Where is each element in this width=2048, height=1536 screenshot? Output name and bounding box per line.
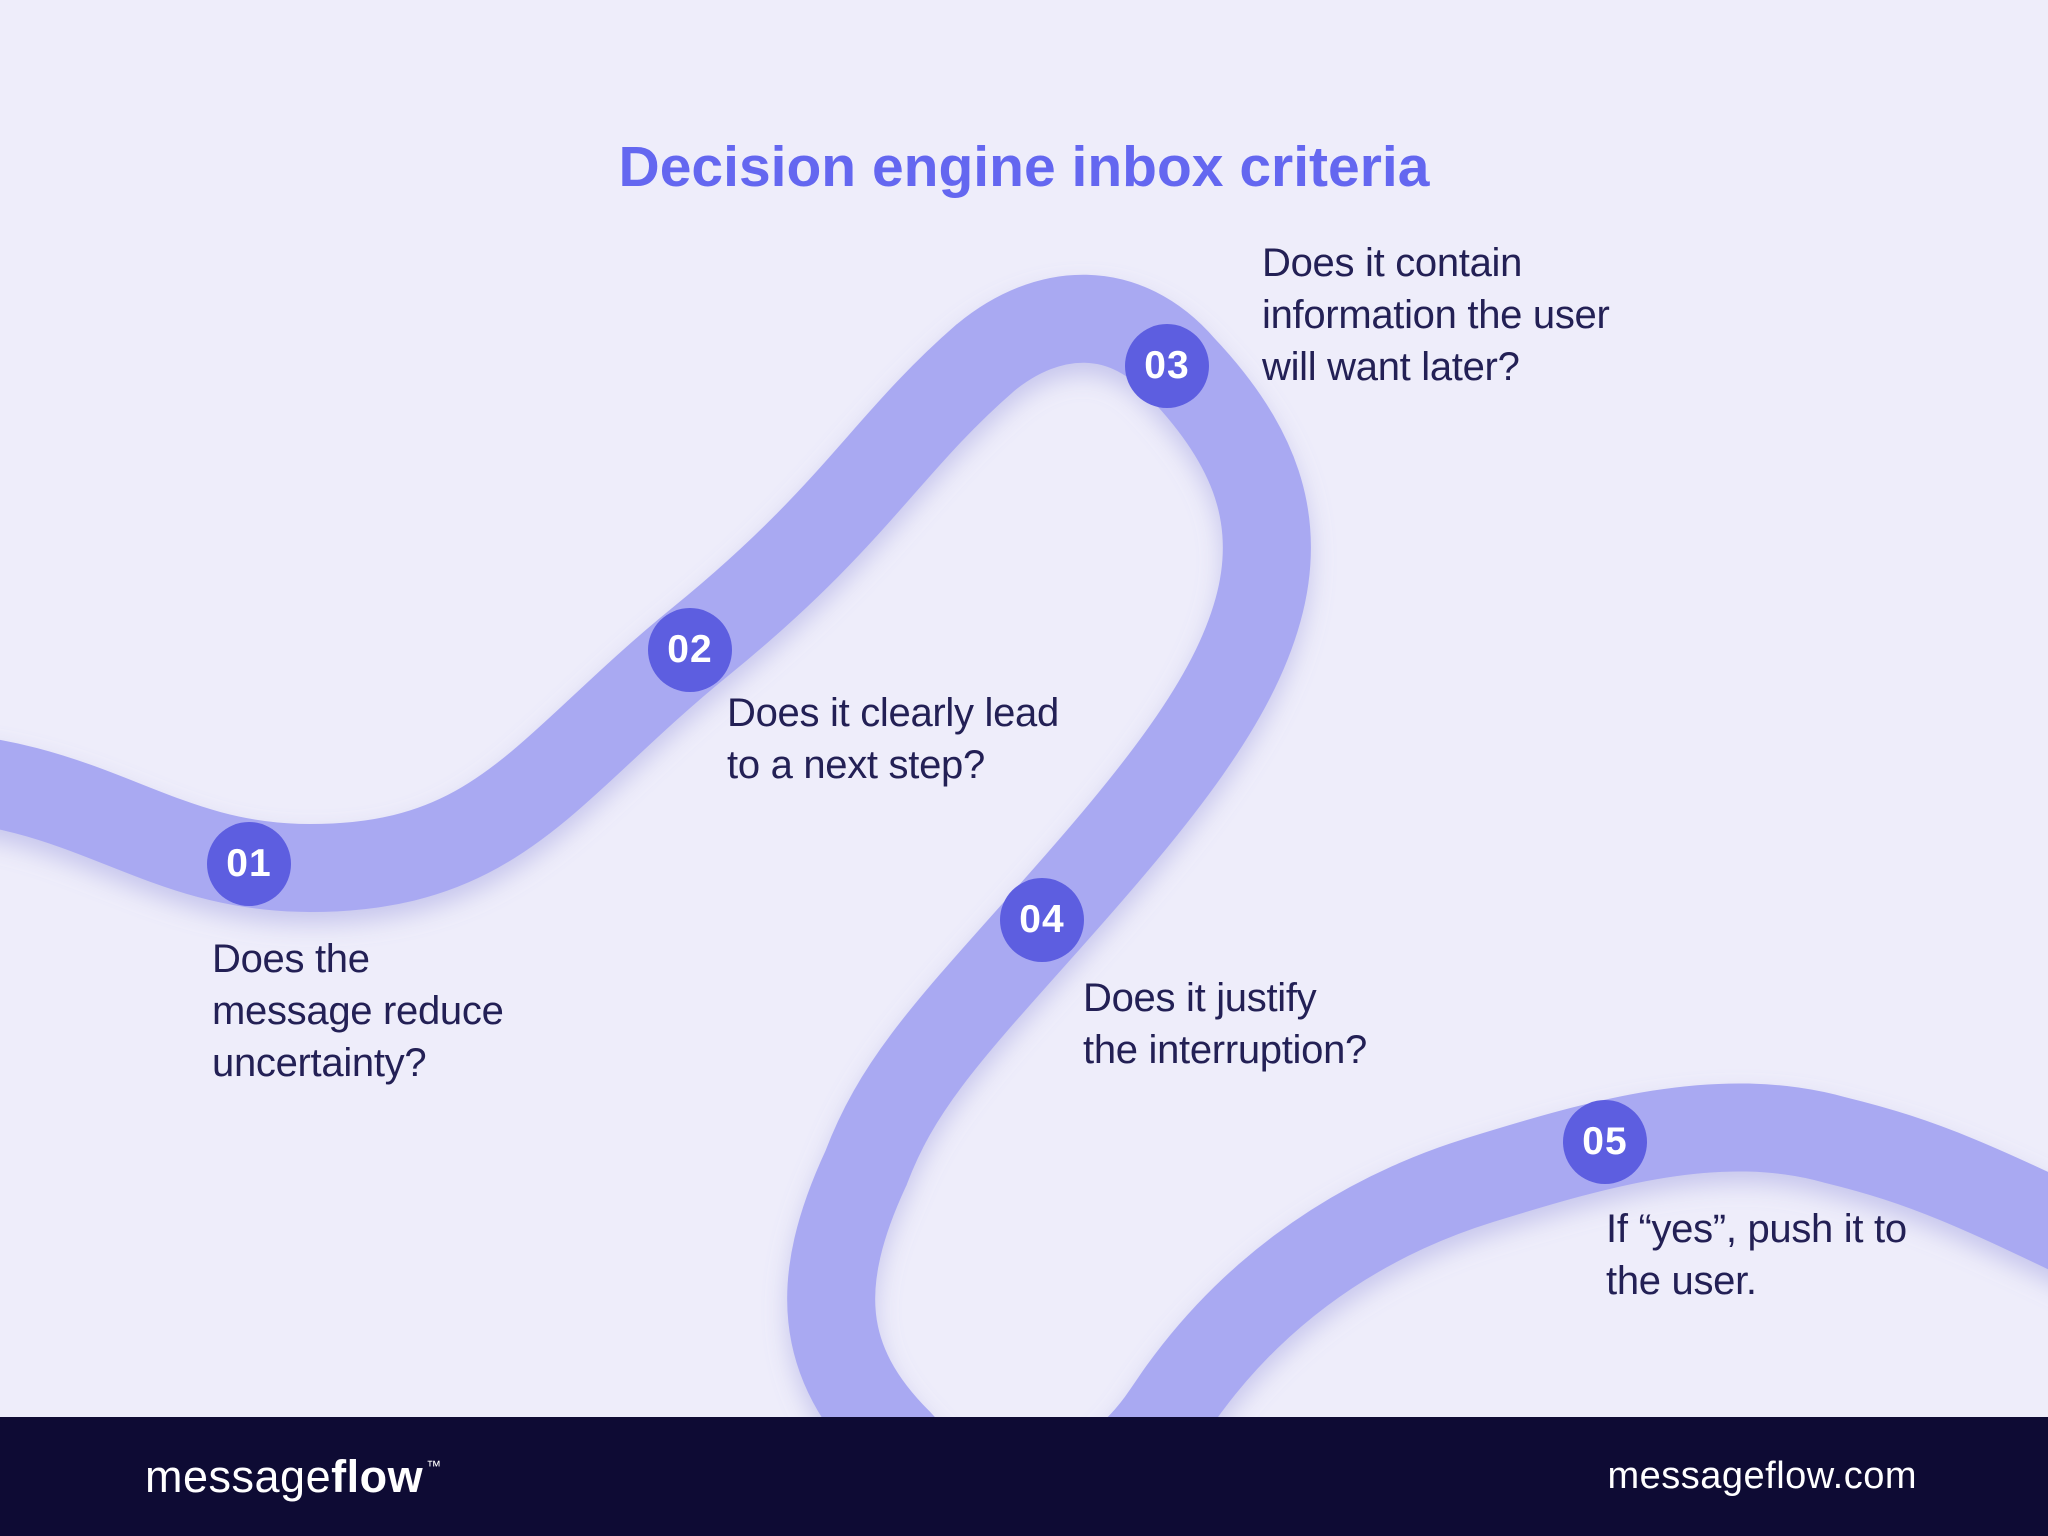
step-04-caption: Does it justify the interruption? xyxy=(1083,972,1367,1076)
step-03-caption: Does it contain information the user wil… xyxy=(1262,237,1610,393)
step-01-caption: Does the message reduce uncertainty? xyxy=(212,933,504,1089)
step-02-number: 02 xyxy=(667,628,713,671)
step-03-number: 03 xyxy=(1144,344,1190,387)
step-01-caption-line: Does the xyxy=(212,937,370,981)
step-02-caption-line: Does it clearly lead xyxy=(727,691,1059,735)
step-05-caption: If “yes”, push it to the user. xyxy=(1606,1203,1907,1307)
step-03-caption-line: will want later? xyxy=(1262,345,1520,389)
step-05-caption-line: If “yes”, push it to xyxy=(1606,1207,1907,1251)
step-01-caption-line: message reduce xyxy=(212,989,504,1033)
brand-logo-regular: message xyxy=(145,1450,332,1502)
step-01-number: 01 xyxy=(226,842,272,885)
step-02-caption: Does it clearly lead to a next step? xyxy=(727,687,1059,791)
step-04-number: 04 xyxy=(1019,898,1065,941)
step-05-marker: 05 xyxy=(1563,1100,1647,1184)
step-03-caption-line: Does it contain xyxy=(1262,241,1523,285)
step-05-number: 05 xyxy=(1582,1120,1628,1163)
page-title: Decision engine inbox criteria xyxy=(618,135,1430,200)
step-03-caption-line: information the user xyxy=(1262,293,1610,337)
step-02-marker: 02 xyxy=(648,608,732,692)
step-02-caption-line: to a next step? xyxy=(727,743,985,787)
step-04-caption-line: the interruption? xyxy=(1083,1028,1367,1072)
step-05-caption-line: the user. xyxy=(1606,1259,1757,1303)
step-04-marker: 04 xyxy=(1000,878,1084,962)
step-04-caption-line: Does it justify xyxy=(1083,976,1317,1020)
brand-logo-bold: flow xyxy=(331,1450,424,1502)
website-url: messageflow.com xyxy=(1607,1455,1917,1497)
step-01-marker: 01 xyxy=(207,822,291,906)
step-01-caption-line: uncertainty? xyxy=(212,1041,427,1085)
step-03-marker: 03 xyxy=(1125,324,1209,408)
trademark-symbol: ™ xyxy=(426,1457,442,1475)
